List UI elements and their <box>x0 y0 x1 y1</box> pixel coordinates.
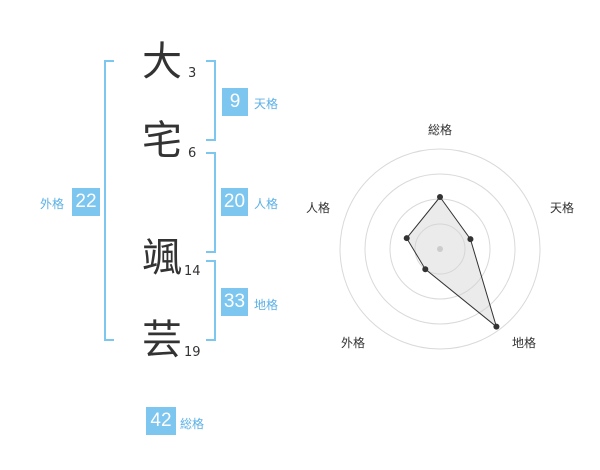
stroke-count-1: 3 <box>188 66 197 81</box>
chikaku-label: 地格 <box>254 298 279 312</box>
gaikaku-label: 外格 <box>40 197 65 211</box>
radar-point-5 <box>403 235 410 242</box>
soukaku-label: 総格 <box>180 417 205 431</box>
radar-series-polygon <box>406 196 498 329</box>
tenkaku-value: 9 <box>222 88 248 116</box>
soukaku-value: 42 <box>146 407 176 435</box>
tenkaku-bracket <box>206 60 216 141</box>
radar-point-1 <box>437 194 443 200</box>
axis-label-tenkaku: 天格 <box>550 200 574 215</box>
axis-label-gaikaku: 外格 <box>341 335 365 350</box>
name-char-4: 芸 <box>142 317 182 363</box>
tenkaku-label: 天格 <box>254 97 279 111</box>
chikaku-value: 33 <box>221 288 248 316</box>
radar-center-dot <box>437 246 443 252</box>
jinkaku-bracket <box>206 152 216 253</box>
radar-point-4 <box>422 266 429 273</box>
axis-label-jinkaku: 人格 <box>306 200 330 215</box>
chikaku-bracket <box>206 260 216 341</box>
name-char-2: 宅 <box>142 118 182 164</box>
jinkaku-label: 人格 <box>254 197 279 211</box>
axis-label-soukaku: 総格 <box>428 122 452 137</box>
radar-grid-ring <box>364 173 516 325</box>
gaikaku-value: 22 <box>72 188 100 216</box>
name-char-3: 颯 <box>142 235 182 281</box>
name-char-1: 大 <box>142 39 182 85</box>
stroke-count-3: 14 <box>184 264 201 279</box>
radar-grid-ring <box>339 148 541 350</box>
jinkaku-value: 20 <box>221 188 248 216</box>
gaikaku-bracket <box>104 60 114 341</box>
stroke-count-2: 6 <box>188 146 197 161</box>
radar-grid-ring <box>414 223 466 275</box>
axis-label-chikaku: 地格 <box>512 335 536 350</box>
stroke-count-4: 19 <box>184 345 201 360</box>
radar-point-3 <box>493 323 500 330</box>
radar-point-2 <box>467 236 474 243</box>
